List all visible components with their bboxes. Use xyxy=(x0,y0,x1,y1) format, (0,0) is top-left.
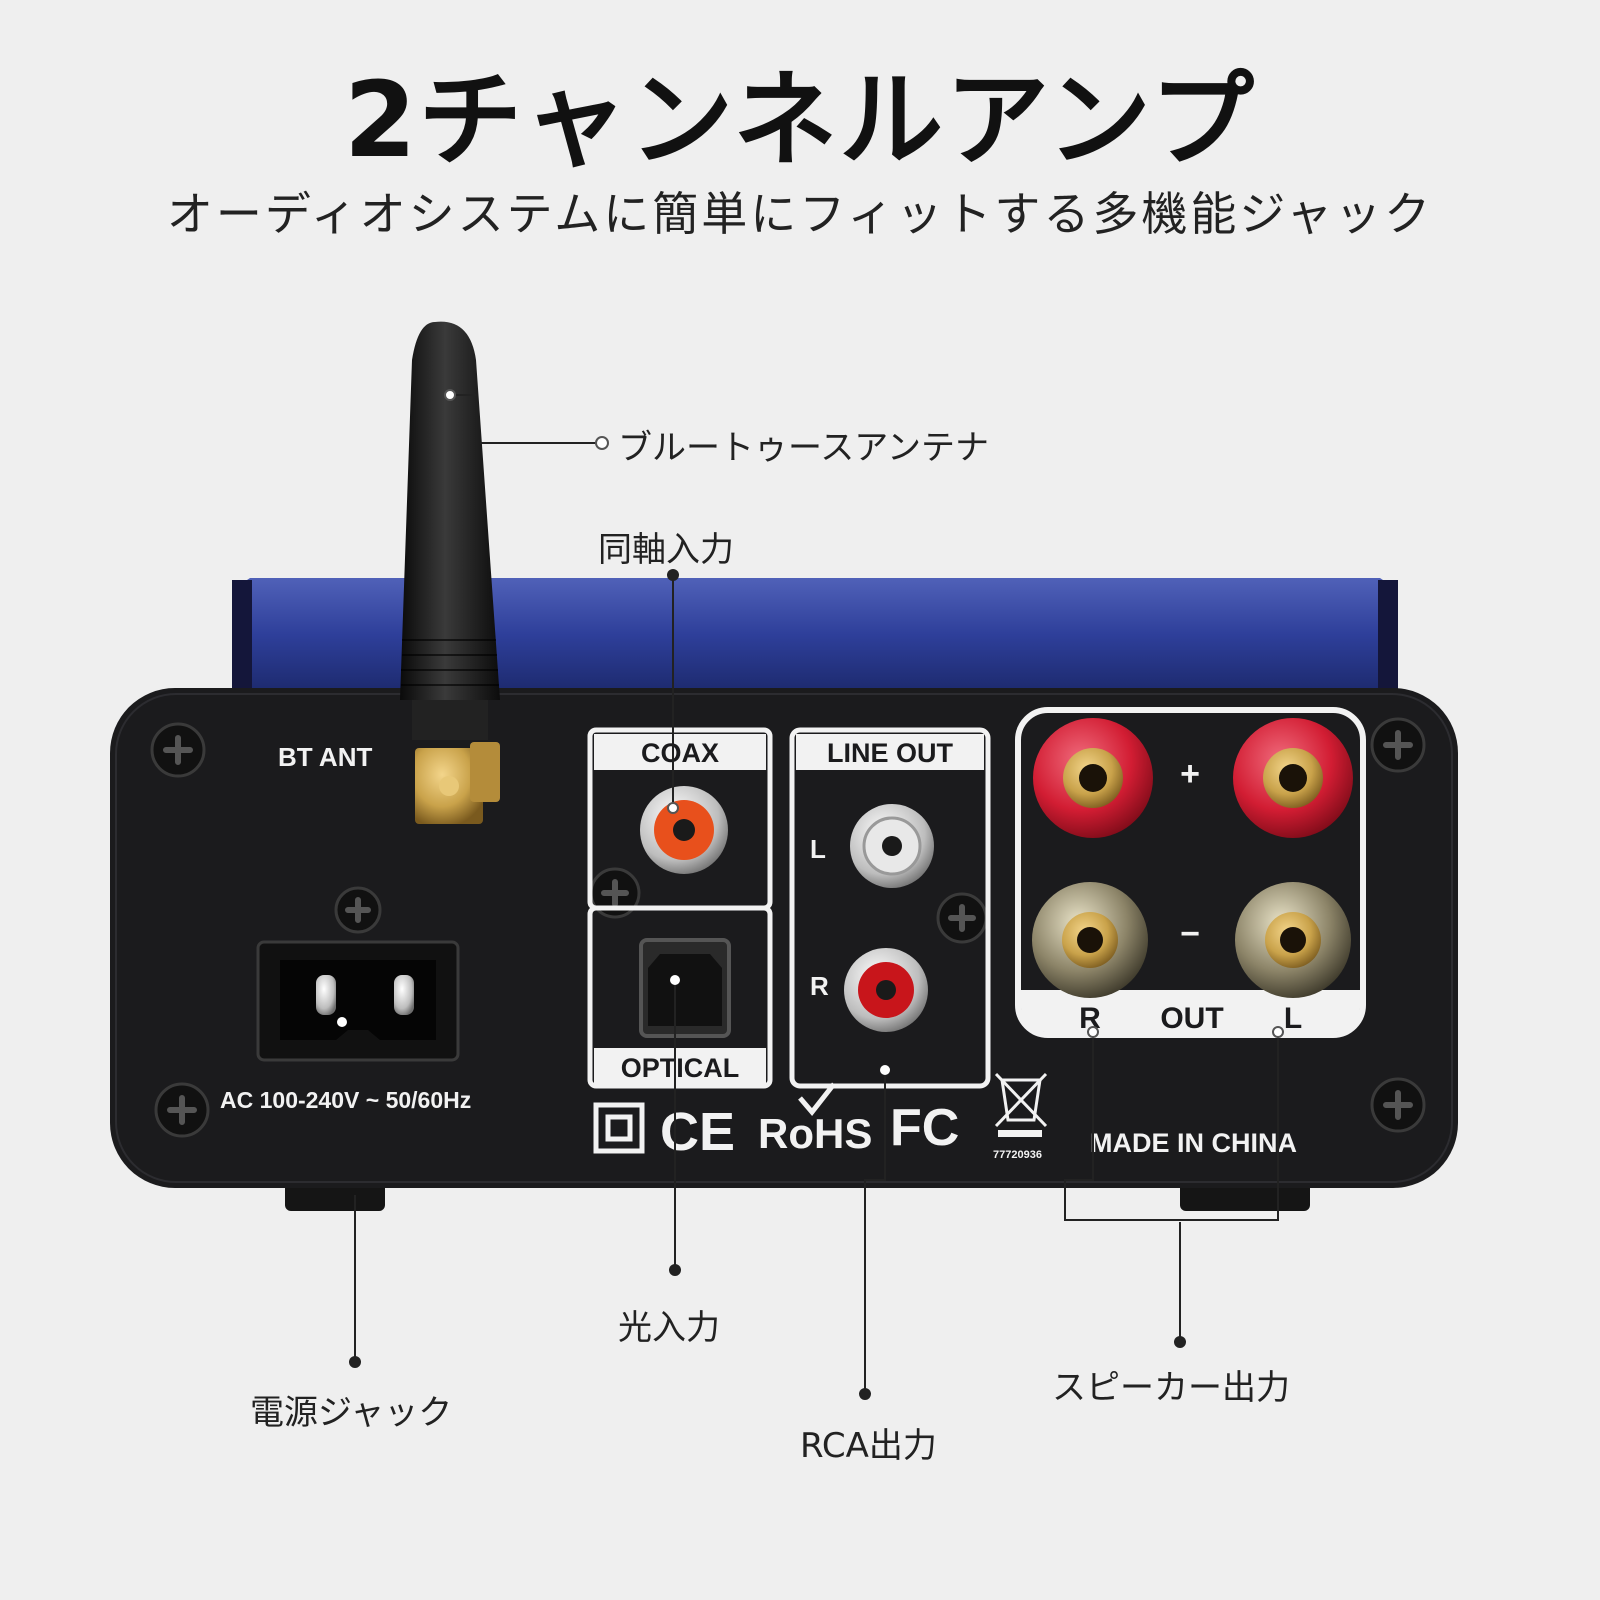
optical-label: OPTICAL xyxy=(621,1053,740,1083)
page-title: 2チャンネルアンプ xyxy=(344,59,1256,181)
ce-mark: CE xyxy=(660,1102,735,1162)
power-rating-label: AC 100-240V ~ 50/60Hz xyxy=(220,1087,471,1113)
callout-bluetooth-antenna: ブルートゥースアンテナ xyxy=(618,428,989,468)
speaker-out-label: OUT xyxy=(1160,1002,1223,1035)
weee-code: 77720936 xyxy=(993,1149,1042,1161)
rca-left-label: L xyxy=(810,834,826,864)
plus-label: + xyxy=(1180,755,1200,793)
callout-optical-input: 光入力 xyxy=(618,1308,720,1348)
minus-label: − xyxy=(1180,915,1200,953)
page-subtitle: オーディオシステムに簡単にフィットする多機能ジャック xyxy=(166,187,1434,241)
line-out-label: LINE OUT xyxy=(827,738,954,768)
rohs-mark: RoHS xyxy=(758,1110,872,1157)
chassis-top xyxy=(232,578,1398,692)
certification-marks: CE RoHS FC 77720936 MADE IN CHINA xyxy=(593,1072,1297,1162)
speaker-l-label: L xyxy=(1284,1002,1302,1035)
fcc-mark: FC xyxy=(890,1099,959,1157)
callout-rca-output: RCA出力 xyxy=(800,1426,937,1466)
bt-ant-label: BT ANT xyxy=(278,742,372,772)
callout-power-jack: 電源ジャック xyxy=(250,1393,453,1433)
speaker-binding-posts xyxy=(1032,718,1353,998)
bluetooth-antenna xyxy=(400,321,500,700)
coax-label: COAX xyxy=(641,738,719,768)
double-insulation-icon xyxy=(593,1102,645,1154)
callout-speaker-output: スピーカー出力 xyxy=(1052,1368,1290,1408)
weee-bin-icon xyxy=(994,1072,1048,1128)
rca-right-label: R xyxy=(810,971,829,1001)
made-in-label: MADE IN CHINA xyxy=(1090,1128,1297,1158)
callout-coax-input: 同軸入力 xyxy=(598,530,734,570)
